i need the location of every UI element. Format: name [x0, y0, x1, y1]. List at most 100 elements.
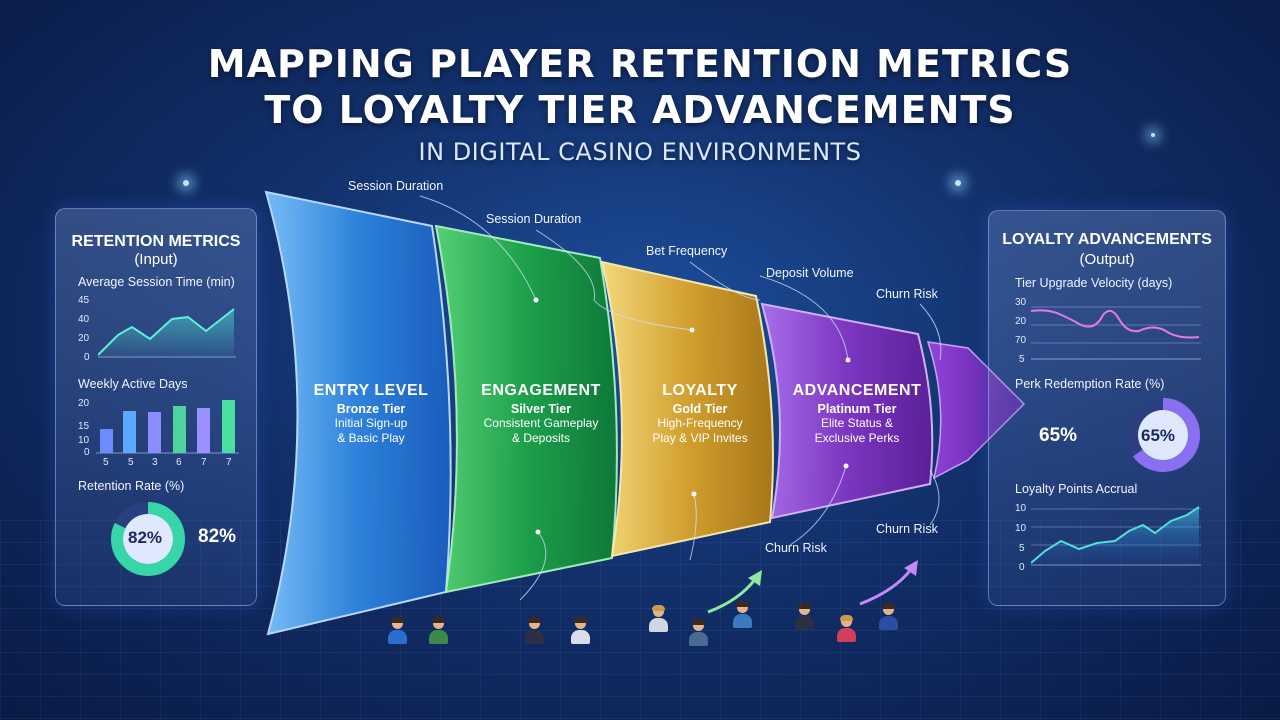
stage-tier: Silver Tier [510, 402, 572, 416]
y-tick: 30 [1015, 297, 1027, 308]
bar [173, 406, 186, 453]
stage-desc: & Basic Play [337, 431, 405, 445]
connector-line [929, 469, 940, 526]
metric-label-bet-frequency: Bet Frequency [646, 244, 728, 258]
connector-line [689, 493, 697, 561]
retention-metrics-panel: RETENTION METRICS (Input) Average Sessio… [55, 208, 257, 606]
stage-desc: Initial Sign-up [334, 416, 408, 430]
bar [148, 412, 161, 453]
connector-line [519, 531, 547, 601]
bar [100, 429, 113, 453]
bar [123, 411, 136, 453]
upward-arrow [859, 567, 914, 606]
player-icon [878, 603, 898, 630]
stage-desc: Exclusive Perks [814, 431, 900, 445]
stage-desc: & Deposits [511, 431, 571, 445]
connector-dot [843, 463, 849, 469]
perk-redemption-value: 65% [1039, 425, 1078, 446]
y-tick: 70 [1015, 335, 1027, 346]
stage-tier: Bronze Tier [336, 402, 406, 416]
y-tick: 15 [78, 421, 90, 432]
sparkle-decoration [183, 180, 189, 186]
y-tick: 20 [1015, 316, 1027, 327]
metric-label-churn-risk: Churn Risk [876, 522, 938, 536]
stage-tier: Gold Tier [672, 402, 728, 416]
stage-tier: Platinum Tier [817, 402, 897, 416]
connector-line [759, 275, 849, 361]
y-tick: 40 [78, 314, 90, 325]
upward-arrow-head [748, 570, 762, 586]
stage-advancement-text: ADVANCEMENT Platinum Tier Elite Status &… [782, 382, 932, 446]
retention-donut [111, 502, 185, 576]
upward-arrow-head [904, 560, 918, 576]
x-tick: 5 [103, 457, 109, 468]
loyalty-advancements-panel: LOYALTY ADVANCEMENTS (Output) Tier Upgra… [988, 210, 1226, 606]
upgrade-velocity-line-chart [1031, 306, 1201, 360]
perk-redemption-donut [1126, 398, 1200, 472]
stage-desc: Play & VIP Invites [652, 431, 748, 445]
chart-label: Retention Rate (%) [78, 479, 185, 493]
stage-title: ENGAGEMENT [481, 382, 601, 399]
funnel-stage-engagement [434, 224, 618, 594]
bar [222, 400, 235, 453]
chart-label: Loyalty Points Accrual [1015, 482, 1138, 496]
stage-engagement-text: ENGAGEMENT Silver Tier Consistent Gamepl… [461, 382, 621, 446]
connector-line [919, 303, 942, 361]
chart-label: Tier Upgrade Velocity (days) [1015, 276, 1173, 290]
stage-title: ENTRY LEVEL [313, 382, 429, 399]
y-tick: 10 [1015, 523, 1027, 534]
player-icon [524, 617, 544, 644]
panel-title: RETENTION METRICS [71, 233, 241, 250]
panel-title: LOYALTY ADVANCEMENTS [1002, 231, 1212, 248]
player-icon [428, 617, 448, 644]
retention-rate-value: 82% [198, 526, 237, 547]
y-tick: 20 [78, 333, 90, 344]
chart-label: Perk Redemption Rate (%) [1015, 377, 1165, 391]
y-tick: 20 [78, 398, 90, 409]
panel-subtitle: (Input) [134, 251, 178, 268]
stage-entry-text: ENTRY LEVEL Bronze Tier Initial Sign-up … [296, 382, 446, 446]
metric-label-churn-risk: Churn Risk [765, 541, 827, 555]
x-tick: 6 [176, 457, 182, 468]
funnel-arrow-tip [926, 341, 1026, 480]
y-tick: 5 [1019, 543, 1025, 554]
player-icon [688, 619, 708, 646]
metric-label-deposit-volume: Deposit Volume [766, 266, 854, 280]
sparkle-decoration [1151, 133, 1155, 137]
player-icon [794, 603, 814, 630]
chart-label: Weekly Active Days [78, 377, 188, 391]
y-tick: 45 [78, 295, 90, 306]
stage-desc: High-Frequency [657, 416, 743, 430]
player-icon [648, 605, 668, 632]
y-tick: 10 [1015, 503, 1027, 514]
connector-dot [689, 327, 695, 333]
retention-ring-value: 82% [128, 528, 163, 547]
sparkle-decoration [955, 180, 961, 186]
connector-line [419, 195, 537, 301]
chart-label: Average Session Time (min) [78, 275, 235, 289]
funnel-stage-advancement [760, 302, 934, 520]
stage-desc: Elite Status & [820, 416, 894, 430]
bar [197, 408, 210, 453]
page-subtitle: IN DIGITAL CASINO ENVIRONMENTS [418, 138, 862, 166]
stage-desc: Consistent Gameplay [483, 416, 599, 430]
y-tick: 0 [84, 447, 90, 458]
connector-line [689, 261, 761, 301]
x-tick: 3 [152, 457, 158, 468]
metric-label-session-duration: Session Duration [348, 179, 444, 193]
connector-dot [533, 297, 539, 303]
x-tick: 7 [201, 457, 207, 468]
y-tick: 0 [84, 352, 90, 363]
points-accrual-area-chart [1031, 506, 1201, 566]
funnel-stage-entry [264, 190, 452, 636]
metric-label-session-duration: Session Duration [486, 212, 582, 226]
stage-loyalty-text: LOYALTY Gold Tier High-Frequency Play & … [630, 382, 770, 446]
session-time-line-chart [98, 308, 236, 358]
player-icon [732, 601, 752, 628]
funnel-stage-loyalty [600, 260, 774, 558]
connector-dot [845, 357, 851, 363]
connector-dot [535, 529, 541, 535]
connector-dot [691, 491, 697, 497]
perk-ring-value: 65% [1141, 426, 1176, 445]
